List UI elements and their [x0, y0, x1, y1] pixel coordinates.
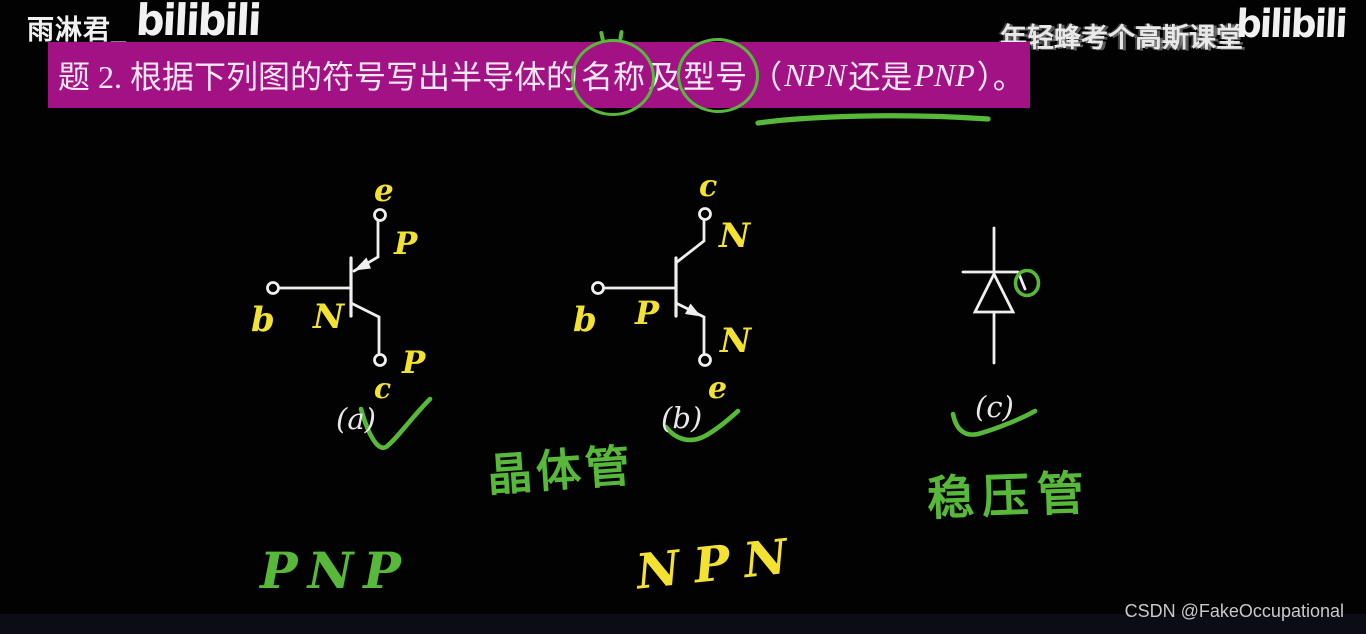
banner-paren: ）。 — [976, 59, 1025, 95]
fig-c-caption: (c) — [975, 390, 1014, 424]
fig-a-caption: (a) — [336, 402, 376, 436]
fig-a-region-p-top: P — [394, 226, 418, 262]
zener-diode-symbol — [961, 226, 1027, 365]
fig-a-terminal-e: e — [374, 173, 394, 209]
banner-paren: （ — [750, 59, 783, 95]
banner-text-part1: 题 2. 根据下列图的符号写出半导体的 — [58, 59, 579, 95]
fig-b-terminal-e: e — [708, 371, 728, 406]
csdn-watermark: CSDN @FakeOccupational — [1124, 601, 1344, 621]
fig-b-terminal-c: c — [699, 169, 718, 204]
banner-underline — [755, 113, 991, 126]
fig-a-terminal-c: c — [374, 372, 392, 405]
answer-fig-a: PNP — [260, 541, 411, 600]
fig-a-region-p-bottom: P — [402, 345, 426, 381]
answer-fig-b: NPN — [633, 527, 805, 601]
green-ink-strokes — [358, 113, 1041, 450]
banner-npn: NPN — [784, 56, 847, 93]
fig-b-caption: (b) — [661, 401, 703, 435]
banner-text-part2: 及 — [648, 59, 681, 95]
green-tick — [617, 29, 623, 41]
bilibili-logo: bilibili — [1234, 2, 1347, 47]
fig-b-terminal-b: b — [573, 300, 597, 340]
fig-b-region-n-top: N — [719, 216, 751, 256]
npn-transistor-symbol — [591, 207, 712, 367]
fig-b-region-n-bottom: N — [720, 321, 752, 361]
answer-device-ab: 晶体管 — [485, 438, 636, 503]
fig-a-region-n: N — [313, 297, 345, 337]
circled-word-xinghao: 型号 — [675, 35, 761, 116]
emitter-arrow-out — [685, 303, 701, 317]
pnp-transistor-symbol — [266, 208, 387, 367]
letterbox-strip — [0, 614, 1366, 634]
bilibili-logo: bilibili — [134, 0, 261, 46]
answer-device-c: 稳压管 — [926, 466, 1093, 527]
banner-pnp: PNP — [914, 56, 975, 93]
problem-banner: 题 2. 根据下列图的符号写出半导体的名称及型号（NPN 还是 PNP）。 — [48, 29, 1030, 116]
circled-word-mingcheng: 名称 — [571, 29, 656, 116]
emitter-arrow-in — [354, 257, 371, 271]
course-watermark: 年轻蜂考个高斯课堂 — [1000, 23, 1243, 53]
fig-a-terminal-b: b — [251, 300, 275, 340]
zener-bend-circle — [1013, 268, 1041, 298]
fig-b-region-p: P — [635, 294, 660, 332]
green-tick — [599, 30, 605, 42]
banner-mid: 还是 — [848, 59, 913, 95]
uploader-watermark: 雨淋君_ — [27, 15, 128, 45]
